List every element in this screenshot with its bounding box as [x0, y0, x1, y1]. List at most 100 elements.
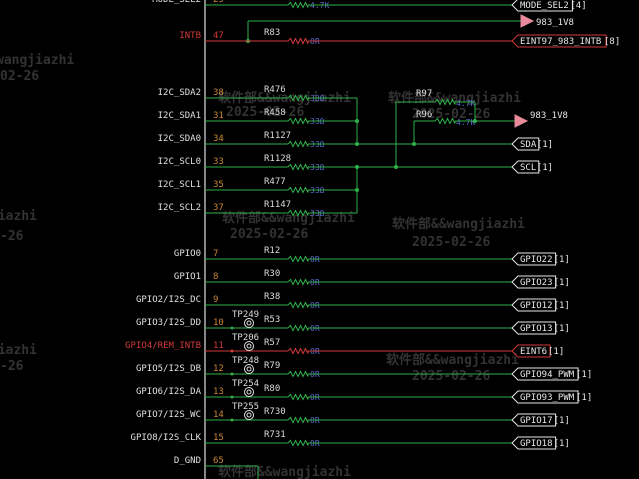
watermark-text: 软件部&&wangjiazhi — [386, 352, 519, 368]
test-point-icon — [244, 387, 254, 397]
resistor-icon — [287, 301, 309, 309]
test-point-ref: TP248 — [232, 356, 259, 366]
pin-number: 13 — [213, 387, 224, 397]
resistor-ref: R476 — [264, 85, 286, 95]
pin-name: GPIO6/I2S_DA — [136, 387, 202, 397]
port-net-label: GPIO18 — [520, 439, 553, 449]
port-net-label: GPIO22 — [520, 255, 553, 265]
junction-dot — [412, 142, 416, 146]
port-connector-icon — [511, 275, 557, 289]
watermark-text: 2025-02-26 — [230, 227, 308, 242]
port-connector-icon — [511, 252, 557, 266]
resistor-icon — [434, 98, 456, 106]
resistor-ref: R80 — [264, 384, 280, 394]
test-point-inner-icon — [246, 320, 252, 326]
resistor-icon — [287, 94, 309, 102]
port-connector-icon — [511, 321, 557, 335]
watermark-text: 软件部&&wangjiazhi — [392, 216, 525, 232]
port-net-label: GPIO23 — [520, 278, 553, 288]
pin-number: 65 — [213, 456, 224, 466]
port-sheet-ref: [1] — [554, 324, 570, 334]
resistor-ref: R731 — [264, 430, 286, 440]
pin-name: GPIO2/I2S_DC — [136, 295, 201, 305]
pin-number: 12 — [213, 364, 224, 374]
resistor-icon — [287, 117, 309, 125]
port-connector-icon — [511, 436, 557, 450]
pin-number: 7 — [213, 249, 218, 259]
power-arrow-icon — [514, 114, 529, 128]
pin-name: INTB — [179, 31, 201, 41]
resistor-ref: R57 — [264, 338, 280, 348]
watermark-text: jiazhi — [0, 343, 37, 358]
port-connector-icon — [511, 390, 579, 404]
port-sheet-ref: [1] — [554, 255, 570, 265]
resistor-icon — [287, 37, 309, 45]
pin-name: I2C_SCL2 — [158, 203, 201, 213]
pin-name: I2C_SDA1 — [158, 111, 201, 121]
resistor-icon — [287, 370, 309, 378]
junction-dot — [230, 372, 234, 376]
watermark-text: jiazhi — [0, 209, 37, 224]
resistor-icon — [287, 1, 309, 9]
resistor-icon — [287, 209, 309, 217]
pin-number: 47 — [213, 31, 224, 41]
port-connector-icon — [511, 413, 557, 427]
port-sheet-ref: [1] — [537, 140, 553, 150]
watermark-text: 2025-02-26 — [412, 235, 490, 250]
watermark-text: wangjiazhi — [0, 53, 74, 68]
resistor-icon — [287, 278, 309, 286]
test-point-icon — [244, 341, 254, 351]
port-net-label: GPIO13 — [520, 324, 553, 334]
pin-number: 33 — [213, 157, 224, 167]
resistor-ref: R12 — [264, 246, 280, 256]
pin-name: I2C_SCL1 — [158, 180, 201, 190]
resistor-ref: R30 — [264, 269, 280, 279]
port-sheet-ref: [1] — [554, 301, 570, 311]
port-sheet-ref: [1] — [576, 393, 592, 403]
junction-dot — [355, 165, 359, 169]
resistor-icon — [287, 163, 309, 171]
resistor-ref: R477 — [264, 177, 286, 187]
pin-name: GPIO3/I2S_DD — [136, 318, 201, 328]
pin-name: GPIO4/REM_INTB — [125, 341, 201, 351]
port-connector-icon — [511, 34, 607, 48]
junction-dot — [394, 165, 398, 169]
junction-dot — [230, 349, 234, 353]
port-connector-icon — [511, 298, 557, 312]
resistor-value: 4.7K — [456, 99, 475, 108]
pin-name: MODE_SEL2 — [152, 0, 201, 5]
watermark-layer: wangjiazhi02-26软件部&&wangjiazhi2025-02-26… — [0, 53, 525, 479]
pin-name: GPIO5/I2S_DB — [136, 364, 201, 374]
port-connector-icon — [511, 0, 573, 12]
port-connector-icon — [511, 344, 551, 358]
port-sheet-ref: [1] — [537, 163, 553, 173]
pin-number: 14 — [213, 410, 224, 420]
port-net-label: GPIO17 — [520, 416, 553, 426]
junction-dot — [355, 119, 359, 123]
port-sheet-ref: [8] — [604, 37, 620, 47]
test-point-inner-icon — [246, 389, 252, 395]
watermark-text: -26 — [0, 229, 24, 244]
pin-number: 8 — [213, 272, 218, 282]
resistor-icon — [287, 439, 309, 447]
port-net-label: GPIO93_PWM — [520, 393, 575, 403]
port-sheet-ref: [1] — [554, 278, 570, 288]
watermark-text: 2025-02-26 — [412, 107, 490, 122]
resistor-ref: R79 — [264, 361, 280, 371]
test-point-icon — [244, 364, 254, 374]
resistor-ref: R97 — [416, 89, 432, 99]
port-sheet-ref: [1] — [576, 370, 592, 380]
watermark-text: 2025-02-26 — [226, 105, 304, 120]
port-net-label: MODE_SEL2 — [520, 1, 569, 11]
port-connector-icon — [511, 367, 579, 381]
